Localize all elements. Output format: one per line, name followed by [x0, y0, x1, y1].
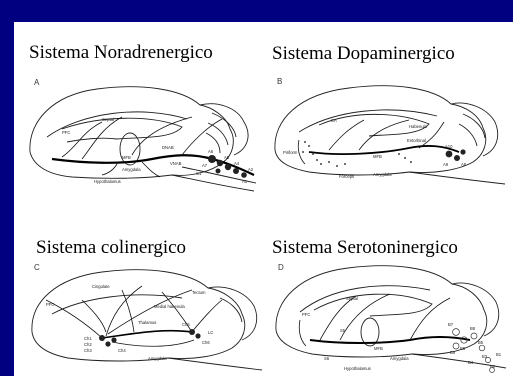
- label-piriform: Piriform: [283, 150, 298, 155]
- label-b4: B4: [468, 360, 474, 365]
- label-pfc: PFC: [62, 130, 70, 135]
- label-amygdala: Amygdala: [122, 167, 141, 172]
- brain-sagittal-drawing-b: B CA Habenula Piriform MFB Entorhinal A1…: [269, 70, 509, 190]
- label-pfc: PFC: [46, 302, 54, 307]
- content-area: Sistema Noradrenergico: [14, 22, 513, 376]
- label-pfc: PFC: [302, 312, 310, 317]
- label-hypothalamus: Hypothalamus: [94, 179, 121, 184]
- panel-letter: A: [34, 78, 40, 87]
- label-lc: LC: [208, 330, 213, 335]
- label-vnab: VNAB: [170, 161, 182, 166]
- diagram-cholinergic: C PFC Cingulate Medial habenula Tectum T…: [22, 260, 267, 376]
- label-entorhinal: Entorhinal: [407, 138, 426, 143]
- title-dopaminergic: Sistema Dopaminergico: [272, 44, 455, 63]
- label-forceps: Forceps: [339, 174, 354, 179]
- label-mfb: MFB: [373, 154, 382, 159]
- label-a10: A10: [445, 144, 453, 149]
- panel-letter: C: [34, 263, 40, 272]
- brain-sagittal-drawing-d: D PFC Septal S5 S6 MFB B7 B8 B9 B6 B5 B3…: [270, 260, 510, 376]
- label-b5: B5: [478, 340, 484, 345]
- label-ch3: Ch3: [84, 348, 92, 353]
- label-c1: C1: [196, 171, 202, 176]
- label-s5: S5: [340, 328, 346, 333]
- label-b2: B2: [490, 364, 496, 369]
- diagram-dopaminergic: B CA Habenula Piriform MFB Entorhinal A1…: [269, 70, 509, 190]
- label-a9: A9: [443, 162, 449, 167]
- label-b9: B9: [450, 350, 456, 355]
- panel-letter: D: [278, 263, 284, 272]
- label-tectum: Tectum: [192, 290, 206, 295]
- label-a5: A5: [224, 155, 230, 160]
- label-septal: Septal: [102, 117, 114, 122]
- label-medial-habenula: Medial habenula: [154, 304, 185, 309]
- title-noradrenergic: Sistema Noradrenergico: [29, 43, 213, 62]
- label-amygdala: Amygdala: [373, 172, 392, 177]
- label-a8: A8: [461, 162, 467, 167]
- label-habenula: Habenula: [409, 124, 428, 129]
- label-a4: A4: [234, 161, 240, 166]
- label-dnab: DNAB: [162, 145, 174, 150]
- label-septal: Septal: [346, 296, 358, 301]
- label-ch6: Ch6: [202, 340, 210, 345]
- label-a1: A1: [242, 179, 248, 184]
- label-s6: S6: [324, 356, 330, 361]
- label-hypothalamus: Hypothalamus: [344, 366, 371, 371]
- diagram-noradrenergic: A PFC Septal MFB DNAB VNAB Amygdala Hypo…: [22, 67, 262, 197]
- panel-letter: B: [277, 77, 282, 86]
- label-b1: B1: [496, 352, 502, 357]
- label-b8: B8: [470, 326, 476, 331]
- label-a2: A2: [248, 167, 254, 172]
- label-ch2: Ch2: [84, 342, 92, 347]
- title-cholinergic: Sistema colinergico: [36, 238, 186, 257]
- brain-sagittal-drawing-a: A PFC Septal MFB DNAB VNAB Amygdala Hypo…: [22, 67, 262, 197]
- label-amygdala: Amygdala: [390, 356, 409, 361]
- label-b6: B6: [460, 346, 466, 351]
- label-mfb: MFB: [374, 346, 383, 351]
- label-b3: B3: [482, 354, 488, 359]
- label-a6: A6: [208, 149, 214, 154]
- label-amygdala: Amygdala: [148, 356, 167, 361]
- label-a7: A7: [202, 163, 208, 168]
- title-serotonergic: Sistema Serotoninergico: [272, 238, 458, 257]
- brain-sagittal-drawing-c: C PFC Cingulate Medial habenula Tectum T…: [22, 260, 267, 376]
- label-thalamus: Thalamus: [138, 320, 156, 325]
- label-ch4: Ch4: [118, 348, 126, 353]
- diagram-serotonergic: D PFC Septal S5 S6 MFB B7 B8 B9 B6 B5 B3…: [270, 260, 510, 376]
- label-b7: B7: [448, 322, 454, 327]
- label-ch1: Ch1: [84, 336, 92, 341]
- label-mfb: MFB: [122, 155, 131, 160]
- label-cingulate: Cingulate: [92, 284, 110, 289]
- label-ch5: Ch5: [182, 322, 190, 327]
- label-ca: CA: [331, 118, 337, 123]
